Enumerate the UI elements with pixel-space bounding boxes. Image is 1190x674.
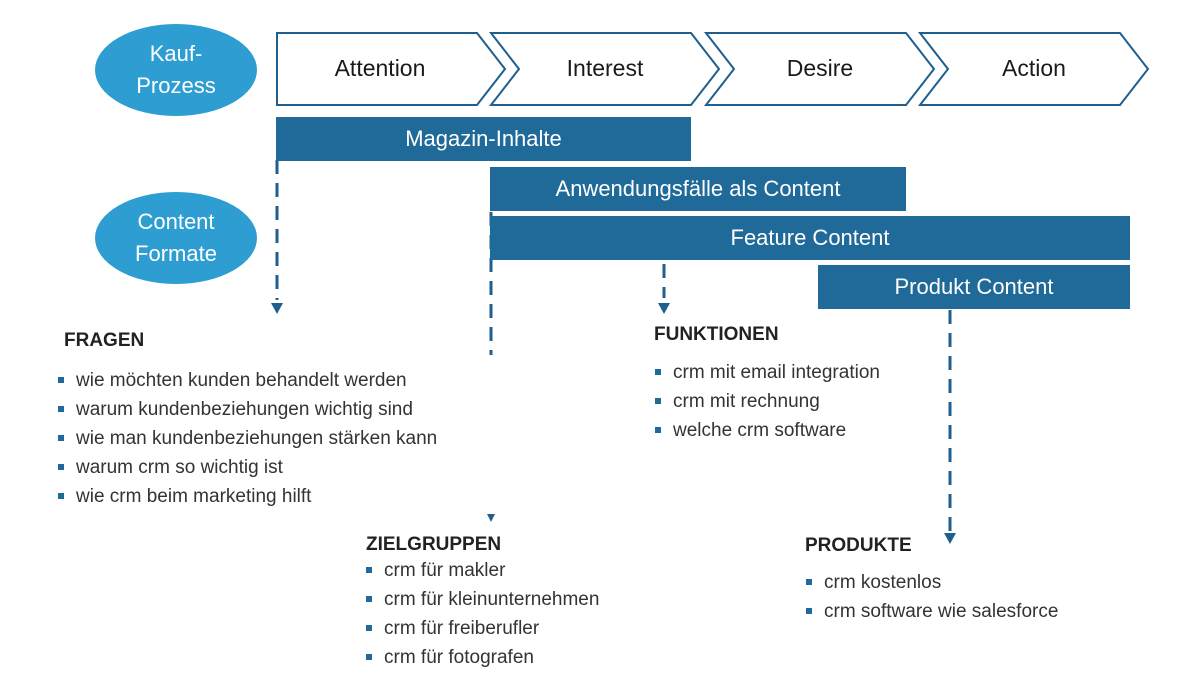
bar-anwendungsfaelle-label: Anwendungsfälle als Content [555, 176, 841, 201]
list-item: crm mit email integration [655, 358, 880, 387]
list-produkte: crm kostenlos crm software wie salesforc… [806, 568, 1058, 626]
arrow-head-produkte [944, 533, 956, 544]
bullet-icon [366, 625, 372, 631]
list-item-text: warum kundenbeziehungen wichtig sind [76, 399, 413, 420]
list-item: welche crm software [655, 416, 880, 445]
bar-feature-label: Feature Content [730, 225, 890, 250]
bullet-icon [366, 596, 372, 602]
stage-action: Action [1002, 55, 1066, 81]
bullet-icon [58, 464, 64, 470]
list-item: wie crm beim marketing hilft [58, 482, 437, 511]
bullet-icon [655, 398, 661, 404]
list-item-text: warum crm so wichtig ist [76, 457, 283, 478]
list-item-text: crm mit rechnung [673, 391, 820, 412]
bar-feature-content: Feature Content [490, 216, 1130, 260]
list-item-text: welche crm software [673, 420, 847, 441]
bullet-icon [58, 406, 64, 412]
list-item-text: wie man kundenbeziehungen stärken kann [76, 428, 438, 449]
list-item-text: crm für freiberufler [384, 618, 540, 639]
bullet-icon [58, 493, 64, 499]
list-fragen: wie möchten kunden behandelt werden waru… [58, 366, 437, 511]
content-formate-text: Content Formate [135, 209, 217, 266]
list-item-text: wie crm beim marketing hilft [76, 486, 312, 507]
arrow-head-zielgruppen [487, 514, 495, 522]
list-item: crm kostenlos [806, 568, 1058, 597]
list-item-text: crm für kleinunternehmen [384, 589, 600, 610]
list-item-text: crm für makler [384, 560, 506, 581]
heading-funktionen: FUNKTIONEN [654, 324, 779, 345]
list-item: wie man kundenbeziehungen stärken kann [58, 424, 437, 453]
arrow-head-fragen [271, 303, 283, 314]
heading-produkte: PRODUKTE [805, 535, 912, 556]
list-item-text: crm für fotografen [384, 647, 534, 668]
chevron-desire [703, 32, 936, 106]
stage-attention: Attention [334, 55, 426, 81]
bullet-icon [58, 377, 64, 383]
bullet-icon [655, 427, 661, 433]
bullet-icon [806, 579, 812, 585]
content-formate-label: Content Formate [110, 206, 242, 270]
bullet-icon [58, 435, 64, 441]
list-item: warum kundenbeziehungen wichtig sind [58, 395, 437, 424]
bar-anwendungsfaelle: Anwendungsfälle als Content [490, 167, 906, 211]
chevron-action [917, 32, 1150, 106]
list-zielgruppen: crm für makler crm für kleinunternehmen … [366, 556, 599, 672]
bullet-icon [366, 654, 372, 660]
kaufprozess-text: Kauf- Prozess [136, 41, 216, 98]
kaufprozess-label: Kauf- Prozess [110, 38, 242, 102]
bar-magazin-inhalte: Magazin-Inhalte [276, 117, 691, 161]
list-item-text: crm software wie salesforce [824, 601, 1059, 622]
content-formate-ellipse [95, 192, 257, 284]
bar-magazin-label: Magazin-Inhalte [405, 126, 562, 151]
arrow-head-funktionen [658, 303, 670, 314]
list-item: crm für freiberufler [366, 614, 599, 643]
list-item: crm für kleinunternehmen [366, 585, 599, 614]
list-item-text: crm mit email integration [673, 362, 880, 383]
list-item: crm für fotografen [366, 643, 599, 672]
stage-interest: Interest [566, 55, 644, 81]
chevron-interest [488, 32, 721, 106]
list-item-text: wie möchten kunden behandelt werden [76, 370, 407, 391]
bar-produkt-label: Produkt Content [894, 274, 1054, 299]
bar-produkt-content: Produkt Content [818, 265, 1130, 309]
bullet-icon [806, 608, 812, 614]
list-item-text: crm kostenlos [824, 572, 942, 593]
bullet-icon [655, 369, 661, 375]
list-item: wie möchten kunden behandelt werden [58, 366, 437, 395]
stage-desire: Desire [786, 55, 854, 81]
list-item: crm software wie salesforce [806, 597, 1058, 626]
list-item: crm für makler [366, 556, 599, 585]
bullet-icon [366, 567, 372, 573]
heading-fragen: FRAGEN [64, 330, 145, 351]
kaufprozess-ellipse [95, 24, 257, 116]
list-item: crm mit rechnung [655, 387, 880, 416]
chevron-attention [276, 32, 507, 106]
list-item: warum crm so wichtig ist [58, 453, 437, 482]
list-funktionen: crm mit email integration crm mit rechnu… [655, 358, 880, 445]
heading-zielgruppen: ZIELGRUPPEN [366, 534, 502, 555]
